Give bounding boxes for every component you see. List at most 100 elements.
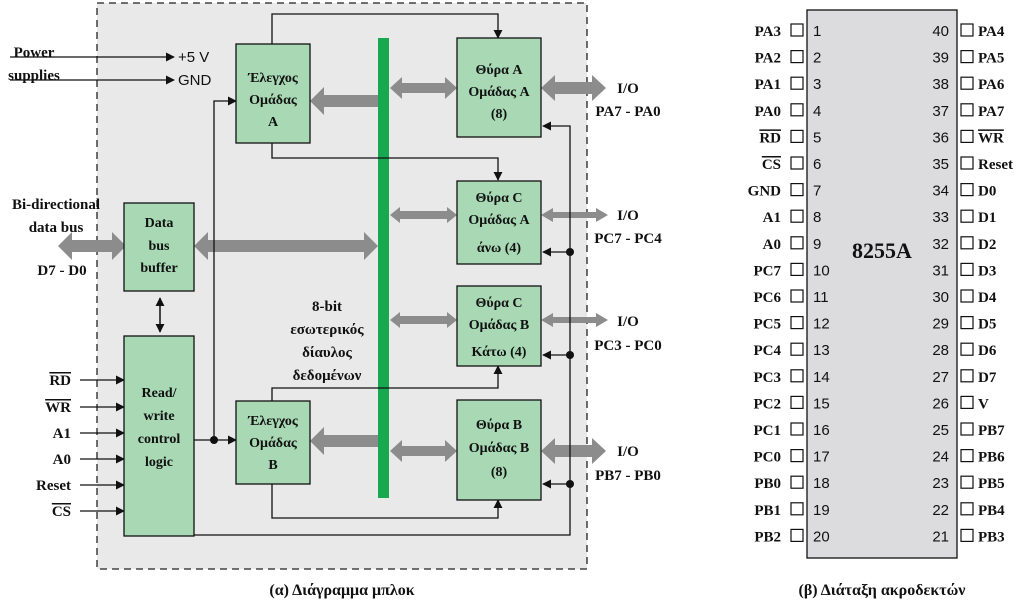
pin-number: 36 <box>932 129 949 146</box>
ctrl-a-label-2: Ομάδας <box>249 93 298 108</box>
pin-name: PB3 <box>978 529 1005 545</box>
pin-name: D1 <box>978 210 996 226</box>
rw-label-2: write <box>143 409 174 424</box>
rw-logic-block <box>123 335 195 537</box>
pin-square <box>790 316 804 330</box>
pin-square <box>960 156 974 170</box>
pin-name: PA2 <box>755 51 781 67</box>
bus-port-a-arrow <box>390 77 457 99</box>
pin-name: PC4 <box>754 343 782 359</box>
power-vcc: +5 V <box>178 49 209 66</box>
port-a-label-1: Θύρα A <box>475 63 523 78</box>
port-a-io: I/O <box>617 81 639 97</box>
port-b-label-2: Ομάδας B <box>469 441 529 456</box>
pin-name: PB2 <box>754 529 781 545</box>
port-a-pins: PA7 - PA0 <box>595 104 660 120</box>
input-reset: Reset <box>36 478 71 494</box>
pin-number: 1 <box>813 23 821 40</box>
pin-square <box>960 369 974 383</box>
port-cl-io: I/O <box>617 314 639 330</box>
port-a-io-arrow <box>541 75 606 101</box>
pin-number: 4 <box>813 103 821 120</box>
bus-to-ctrl-a-arrow <box>310 87 378 115</box>
ctrl-b-label-2: Ομάδας <box>249 436 298 451</box>
pin-name: D4 <box>978 290 997 306</box>
port-b-pins: PB7 - PB0 <box>595 468 661 484</box>
port-cu-label-1: Θύρα C <box>475 191 522 206</box>
buffer-bus-arrow <box>194 232 378 260</box>
port-c-lower-block <box>456 285 542 367</box>
pin-number: 31 <box>932 262 949 279</box>
port-c-upper-block <box>456 180 542 265</box>
pin-name: PB6 <box>978 450 1005 466</box>
pin-number: 18 <box>813 475 830 492</box>
port-b-io-arrow <box>541 438 606 464</box>
pin-name: D3 <box>978 263 996 279</box>
pin-square <box>960 475 974 489</box>
bus-to-ctrl-b-arrow <box>310 427 378 455</box>
port-b-block <box>456 399 542 501</box>
port-cu-io: I/O <box>617 208 639 224</box>
ctrl-a-label-3: Α <box>268 115 279 130</box>
pin-square <box>790 262 804 276</box>
input-a0: A0 <box>53 452 71 468</box>
power-gnd: GND <box>178 72 212 89</box>
pin-square <box>790 236 804 250</box>
pin-square <box>790 76 804 90</box>
pin-number: 32 <box>932 236 949 253</box>
pin-number: 17 <box>813 449 830 466</box>
pin-number: 12 <box>813 316 830 333</box>
pin-number: 39 <box>932 50 949 67</box>
pin-square <box>960 103 974 117</box>
pin-square <box>790 103 804 117</box>
pin-name: D5 <box>978 317 996 333</box>
pin-square <box>960 262 974 276</box>
pin-name: PB0 <box>754 476 781 492</box>
bus-port-cu-arrow <box>390 207 457 223</box>
pin-number: 8 <box>813 209 821 226</box>
port-b-label-1: Θύρα B <box>476 418 522 433</box>
pin-number: 27 <box>932 369 949 386</box>
pin-number: 9 <box>813 236 821 253</box>
pin-square <box>960 502 974 516</box>
pin-name: PC6 <box>754 290 782 306</box>
pin-square <box>790 369 804 383</box>
pin-number: 35 <box>932 156 949 173</box>
pinout-caption: (β) Διάταξη ακροδεκτών <box>799 582 966 599</box>
pin-row-left: PB0 18 <box>754 475 829 492</box>
pin-number: 26 <box>932 395 949 412</box>
pin-square <box>960 289 974 303</box>
block-diagram-caption: (α) Διάγραμμα μπλοκ <box>269 582 414 599</box>
pin-name: PC2 <box>754 396 782 412</box>
pin-number: 40 <box>932 23 949 40</box>
pin-square <box>960 528 974 543</box>
pin-name: PA6 <box>978 77 1005 93</box>
pin-number: 10 <box>813 262 830 279</box>
pin-square <box>790 289 804 303</box>
input-wr: WR <box>45 400 71 416</box>
pin-number: 20 <box>813 528 830 545</box>
port-cl-label-3: Κάτω (4) <box>472 345 527 360</box>
rw-label-3: control <box>138 432 181 447</box>
pin-square <box>790 23 804 37</box>
group-a-control-block <box>235 43 311 144</box>
pin-square <box>790 502 804 516</box>
pin-number: 5 <box>813 129 821 146</box>
pin-row-left: PB2 20 <box>754 528 829 545</box>
pin-name: V <box>978 396 989 412</box>
